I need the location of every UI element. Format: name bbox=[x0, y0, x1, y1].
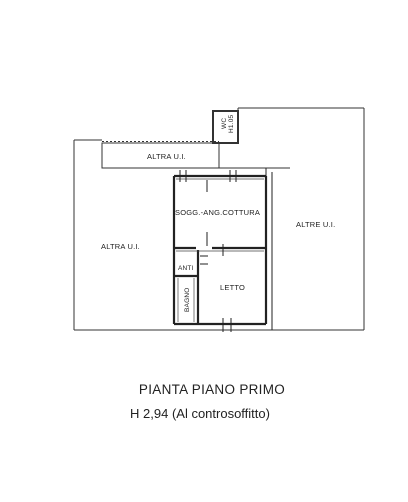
plan-title: PIANTA PIANO PRIMO bbox=[138, 382, 286, 397]
label-altra-ui-top: ALTRA U.I. bbox=[147, 152, 186, 161]
label-bagno: BAGNO bbox=[184, 288, 191, 312]
plan-height-note: H 2,94 (Al controsoffitto) bbox=[130, 406, 270, 421]
label-wc: WC bbox=[221, 118, 228, 129]
label-wc-height: H1.05 bbox=[228, 114, 235, 133]
label-soggiorno: SOGG.-ANG.COTTURA bbox=[175, 208, 260, 217]
label-altra-ui-left: ALTRA U.I. bbox=[101, 242, 140, 251]
label-letto: LETTO bbox=[220, 283, 245, 292]
label-altre-ui-right: ALTRE U.I. bbox=[296, 220, 335, 229]
label-anti: ANTI bbox=[178, 265, 194, 272]
